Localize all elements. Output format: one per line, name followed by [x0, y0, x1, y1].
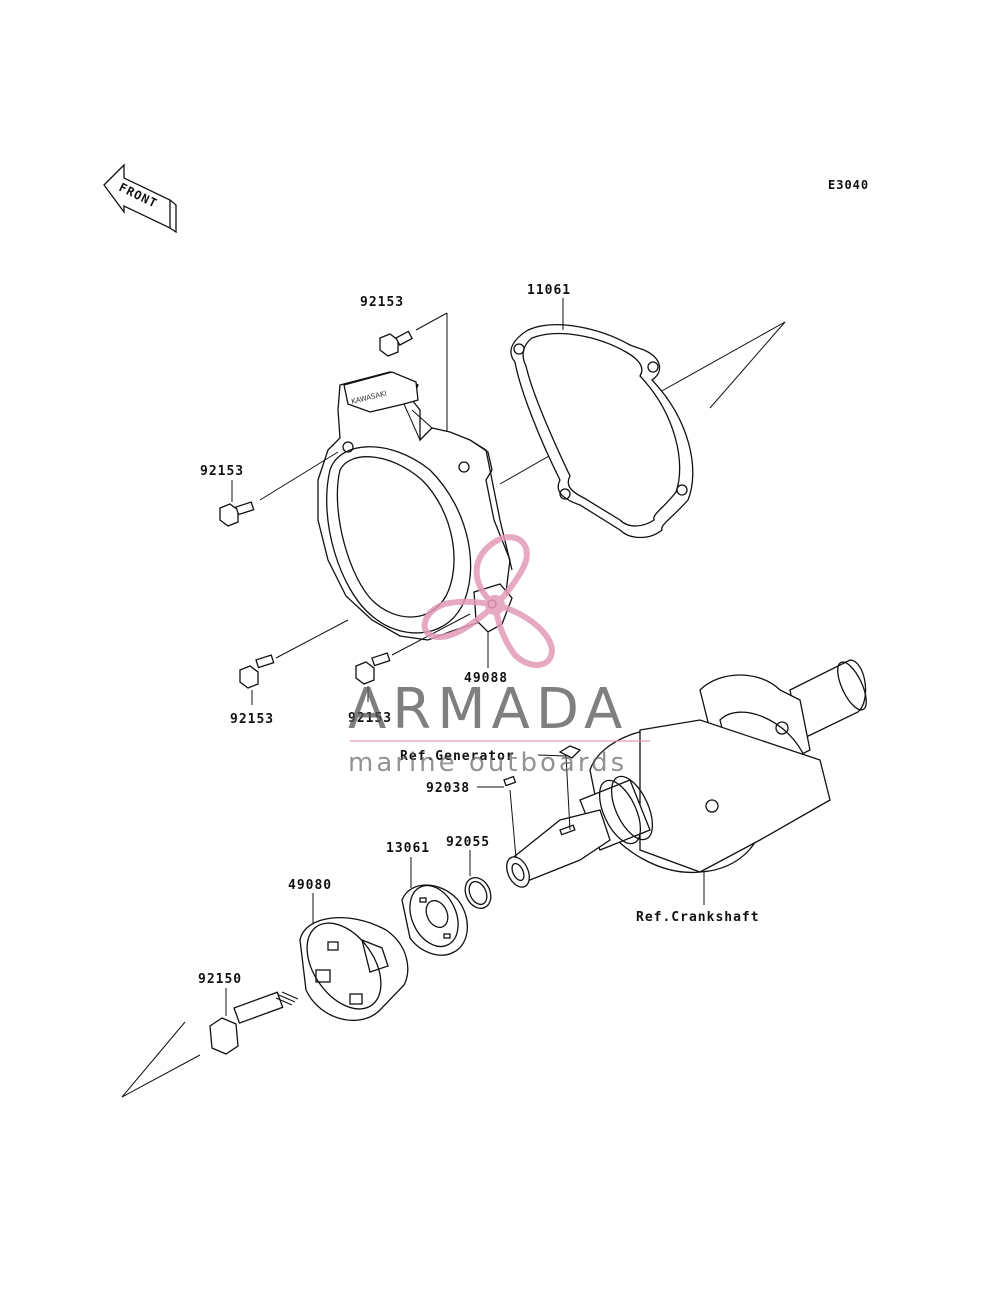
label-gasket: 11061 — [527, 283, 571, 298]
label-ref-crankshaft: Ref.Crankshaft — [636, 910, 760, 925]
bolt-92153-top — [379, 312, 448, 480]
gear — [598, 775, 654, 845]
cup-49080 — [299, 893, 409, 1022]
crankshaft — [506, 659, 867, 905]
label-ref-generator: Ref.Generator — [400, 749, 515, 764]
key-92038 — [477, 775, 517, 859]
label-bolt-top: 92153 — [360, 295, 404, 310]
label-cup: 49080 — [288, 878, 332, 893]
bolt-92150 — [209, 988, 299, 1055]
label-main-bolt: 92150 — [198, 972, 242, 987]
armada-watermark: ARMADA marine outboards — [348, 534, 650, 778]
diagram-code: E3040 — [828, 178, 869, 192]
generator-ref-key — [558, 745, 582, 759]
label-bolt-bottom-left: 92153 — [230, 712, 274, 727]
gasket-11061 — [510, 298, 694, 539]
label-bolt-left: 92153 — [200, 464, 244, 479]
bolt-92153-bottom-left — [239, 619, 349, 705]
label-ring: 92055 — [446, 835, 490, 850]
label-bolt-bottom-mid: 92153 — [348, 711, 392, 726]
propeller-logo-icon — [421, 534, 556, 668]
watermark-brand: ARMADA — [348, 677, 628, 742]
ring-92055 — [464, 850, 492, 910]
label-pulley: 13061 — [386, 841, 430, 856]
watermark-tagline: marine outboards — [348, 748, 627, 778]
label-key: 92038 — [426, 781, 470, 796]
bolt-92153-left — [219, 451, 339, 527]
starter-cover: KAWASAKI — [317, 371, 513, 641]
pulley-13061 — [401, 857, 469, 956]
front-arrow-icon: FRONT — [103, 163, 177, 234]
label-plate: 49088 — [464, 671, 508, 686]
